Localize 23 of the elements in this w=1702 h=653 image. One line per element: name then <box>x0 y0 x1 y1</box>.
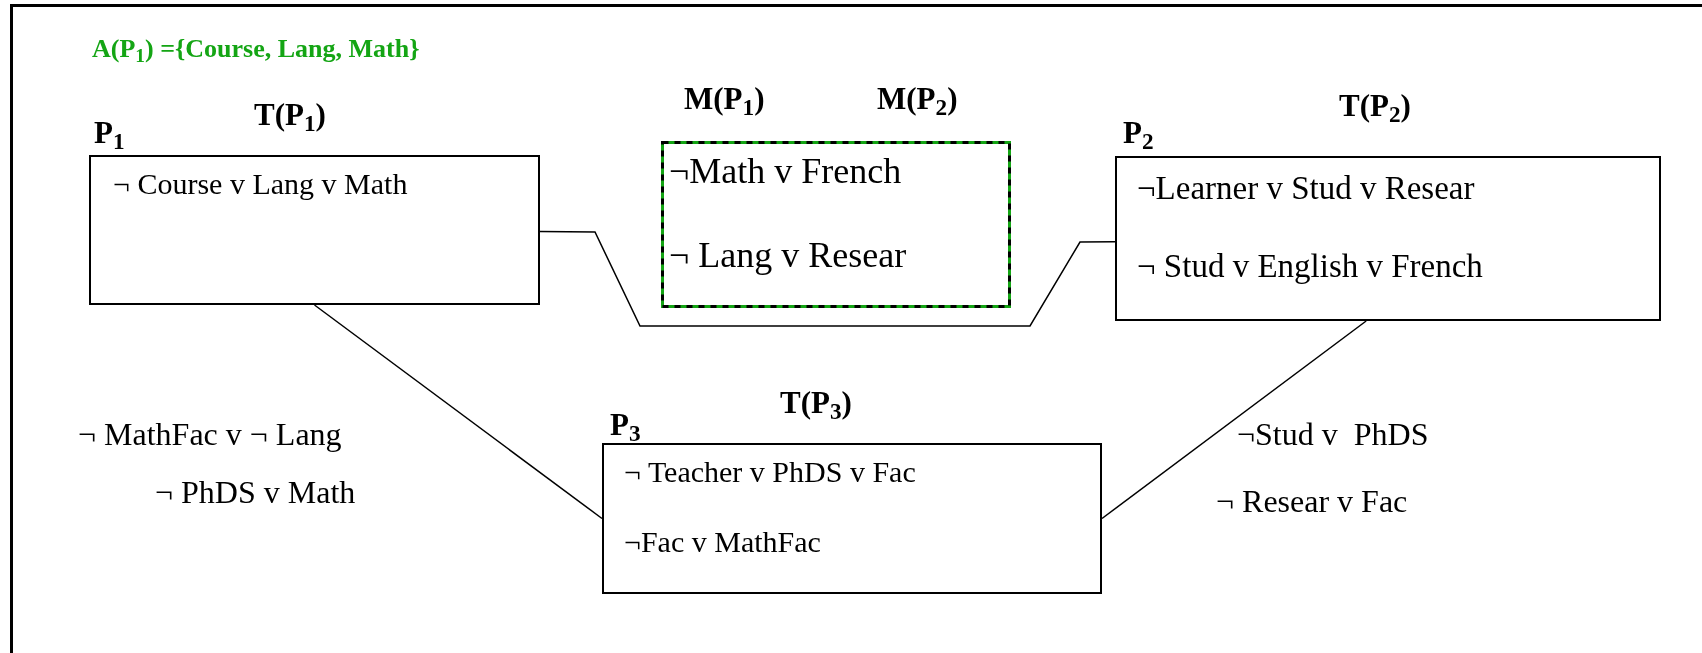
connector-line <box>313 304 603 520</box>
clause-text: ¬ Teacher v PhDS v Fac <box>624 457 916 487</box>
clause-text: ¬ Course v Lang v Math <box>113 169 408 199</box>
clause-text: ¬Learner v Stud v Resear <box>1137 172 1475 205</box>
clause-text: ¬ Stud v English v French <box>1137 250 1483 283</box>
clause-text: ¬Math v French <box>669 153 902 189</box>
connector-line <box>1101 320 1367 520</box>
clause-text: ¬ PhDS v Math <box>155 476 356 508</box>
box-heading: T(P$_{1}$) <box>254 99 326 130</box>
clause-text: ¬ Resear v Fac <box>1216 485 1408 517</box>
box-heading: T(P$_{2}$) <box>1339 90 1411 121</box>
clause-text: ¬Stud v PhDS <box>1237 418 1429 450</box>
box-heading: P$_{1}$ <box>94 117 125 148</box>
box-heading: M(P$_{1}$) <box>684 83 765 114</box>
set-label: A(P$_{1}$) ={Course, Lang, Math} <box>92 36 420 62</box>
box-heading: P$_{2}$ <box>1123 117 1154 148</box>
clause-text: ¬ Lang v Resear <box>669 237 907 273</box>
box-heading: M(P$_{2}$) <box>877 83 958 114</box>
clause-text: ¬Fac v MathFac <box>624 527 821 557</box>
box-heading: P$_{3}$ <box>610 409 641 440</box>
box-heading: T(P$_{3}$) <box>780 387 852 418</box>
connector-line <box>539 230 1116 327</box>
clause-text: ¬ MathFac v ¬ Lang <box>78 418 342 450</box>
